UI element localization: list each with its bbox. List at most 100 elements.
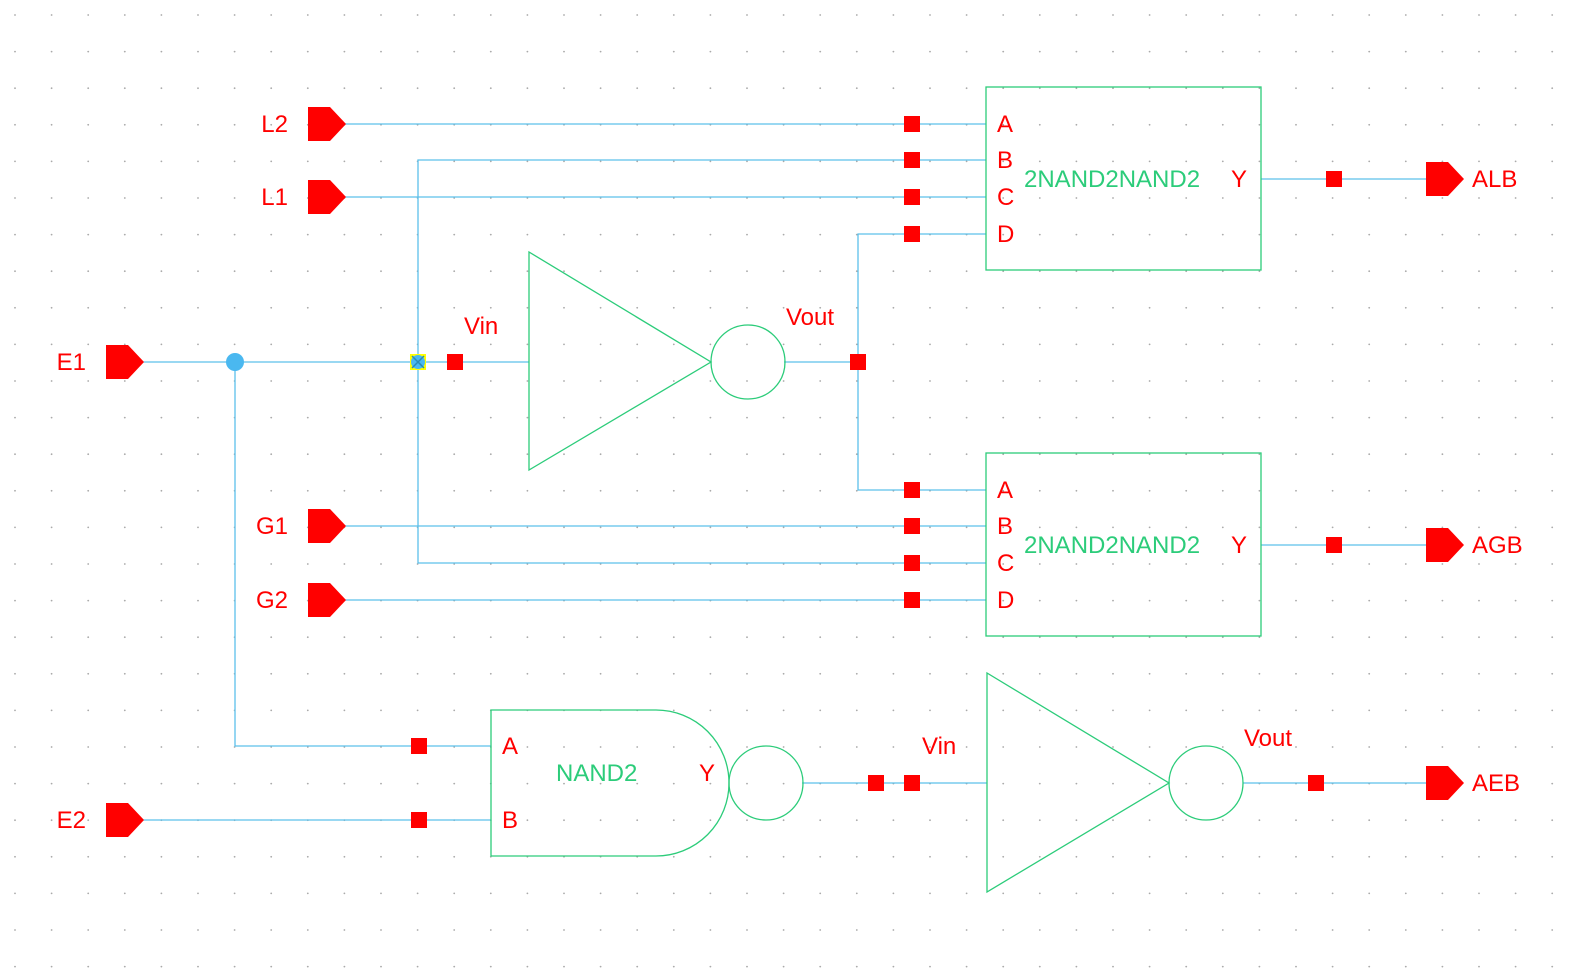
input-port-e2-arrow[interactable] bbox=[106, 803, 144, 837]
selected-junction[interactable] bbox=[410, 354, 426, 370]
pin-square[interactable] bbox=[1326, 171, 1342, 187]
input-port-g2-arrow[interactable] bbox=[308, 583, 346, 617]
wire-e1-to-block1-b[interactable] bbox=[417, 159, 986, 362]
input-port-l2-arrow[interactable] bbox=[308, 107, 346, 141]
grid-dot bbox=[1185, 489, 1188, 492]
inverter-1[interactable] bbox=[528, 250, 786, 472]
grid-dot bbox=[1075, 87, 1078, 90]
pin-square[interactable] bbox=[1308, 775, 1324, 791]
junction-dot[interactable] bbox=[226, 353, 244, 371]
grid-dot bbox=[1075, 453, 1078, 456]
grid-dot bbox=[416, 14, 419, 16]
grid-dot bbox=[87, 819, 90, 822]
grid-dot bbox=[929, 929, 931, 931]
pin-square[interactable] bbox=[868, 775, 884, 791]
grid-dot bbox=[1478, 87, 1480, 90]
pin-square[interactable] bbox=[904, 116, 920, 132]
pin-square[interactable] bbox=[1326, 537, 1342, 553]
pin-square[interactable] bbox=[904, 555, 920, 571]
grid-dot bbox=[160, 965, 163, 968]
grid-dot bbox=[87, 123, 90, 126]
pin-square[interactable] bbox=[411, 812, 427, 828]
pin-square[interactable] bbox=[850, 354, 866, 370]
grid-dot bbox=[87, 563, 90, 565]
grid-dot bbox=[819, 672, 822, 675]
pin-square[interactable] bbox=[904, 592, 920, 608]
grid-dot bbox=[892, 672, 895, 675]
nand-name: NAND2 bbox=[556, 760, 637, 787]
grid-dot bbox=[87, 343, 90, 346]
grid-dot bbox=[489, 50, 492, 53]
pin-square[interactable] bbox=[904, 775, 920, 791]
pin-square[interactable] bbox=[904, 226, 920, 242]
grid-dot bbox=[782, 672, 785, 675]
grid-dot bbox=[87, 233, 90, 236]
grid-dot bbox=[563, 306, 565, 309]
pin-square[interactable] bbox=[411, 738, 427, 754]
grid-dot bbox=[1295, 709, 1297, 712]
grid-dot bbox=[746, 306, 748, 309]
grid-dot bbox=[599, 489, 602, 492]
grid-dot bbox=[746, 746, 748, 748]
grid-dot bbox=[1514, 233, 1517, 236]
grid-dot bbox=[1551, 672, 1554, 675]
wire-inv1-to-block2-a[interactable] bbox=[857, 362, 986, 491]
grid-dot bbox=[1514, 306, 1517, 309]
inverter-2-bubble bbox=[1168, 745, 1244, 821]
block-1-pin-b-label: B bbox=[997, 147, 1013, 174]
wire-e1-to-nand-a[interactable] bbox=[234, 362, 491, 747]
grid-dot bbox=[563, 380, 565, 382]
block-2[interactable] bbox=[985, 452, 1262, 637]
grid-dot bbox=[489, 343, 492, 346]
pin-square[interactable] bbox=[904, 482, 920, 498]
grid-dot bbox=[270, 14, 273, 16]
grid-dot bbox=[746, 160, 748, 163]
grid-dot bbox=[892, 746, 895, 748]
grid-dot bbox=[50, 563, 53, 565]
pin-square[interactable] bbox=[904, 189, 920, 205]
grid-dot bbox=[50, 599, 53, 602]
output-port-alb-arrow[interactable] bbox=[1426, 162, 1464, 196]
grid-dot bbox=[1221, 489, 1224, 492]
grid-dot bbox=[1221, 819, 1224, 822]
grid-dot bbox=[855, 709, 858, 712]
grid-dot bbox=[1148, 416, 1151, 419]
output-port-aeb-arrow[interactable] bbox=[1426, 766, 1464, 800]
nand-gate[interactable] bbox=[490, 709, 804, 857]
input-port-e1-arrow[interactable] bbox=[106, 345, 144, 379]
grid-dot bbox=[87, 160, 90, 163]
grid-dot bbox=[14, 599, 16, 602]
output-port-agb-arrow[interactable] bbox=[1426, 528, 1464, 562]
output-port-agb-label: AGB bbox=[1472, 532, 1523, 559]
pin-square[interactable] bbox=[447, 354, 463, 370]
grid-dot bbox=[563, 270, 565, 273]
pin-square[interactable] bbox=[904, 518, 920, 534]
grid-dot bbox=[746, 50, 748, 53]
grid-dot bbox=[526, 929, 529, 931]
grid-dot bbox=[50, 233, 53, 236]
grid-dot bbox=[1404, 929, 1407, 931]
grid-dot bbox=[1368, 380, 1371, 382]
grid-dot bbox=[489, 416, 492, 419]
block-1[interactable] bbox=[985, 86, 1262, 271]
grid-dot bbox=[160, 50, 163, 53]
pin-square[interactable] bbox=[904, 152, 920, 168]
inverter-2[interactable] bbox=[986, 671, 1244, 894]
grid-dot bbox=[87, 599, 90, 602]
grid-dot bbox=[1478, 123, 1480, 126]
grid-dot bbox=[1551, 709, 1554, 712]
grid-dot bbox=[50, 160, 53, 163]
input-port-l1-arrow[interactable] bbox=[308, 180, 346, 214]
grid-dot bbox=[270, 380, 273, 382]
wire-e1-to-block2-c[interactable] bbox=[417, 362, 986, 564]
grid-dot bbox=[270, 855, 273, 858]
wire-inv1-to-block1-d[interactable] bbox=[857, 233, 986, 362]
grid-dot bbox=[123, 87, 126, 90]
grid-dot bbox=[1112, 160, 1114, 163]
grid-dot bbox=[14, 672, 16, 675]
grid-dot bbox=[709, 782, 712, 785]
grid-dot bbox=[1148, 87, 1151, 90]
grid-dot bbox=[160, 929, 163, 931]
input-port-g1-arrow[interactable] bbox=[308, 509, 346, 543]
